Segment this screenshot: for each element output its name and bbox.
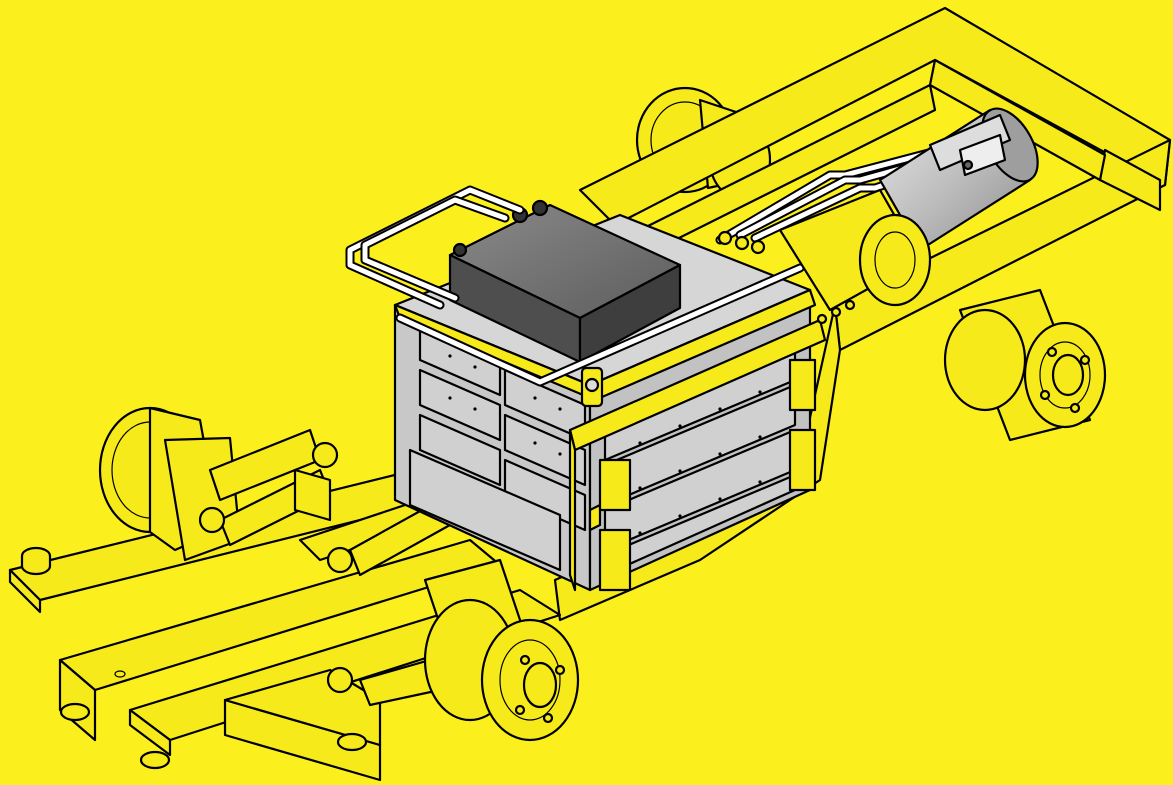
- front-suspension: [198, 428, 452, 707]
- battery-module-icon: [408, 328, 587, 572]
- battery-controller-icon: [448, 199, 682, 364]
- front-mount-bushings: [20, 546, 368, 770]
- wheel-hub-icon: [1039, 346, 1091, 414]
- power-cables: [345, 145, 965, 387]
- module-bolts: [448, 354, 762, 535]
- front-right-wheel: [423, 558, 580, 742]
- rear-drive-housing: [778, 188, 932, 325]
- pack-latch: [580, 366, 604, 408]
- electric-motor-icon: [878, 107, 1039, 252]
